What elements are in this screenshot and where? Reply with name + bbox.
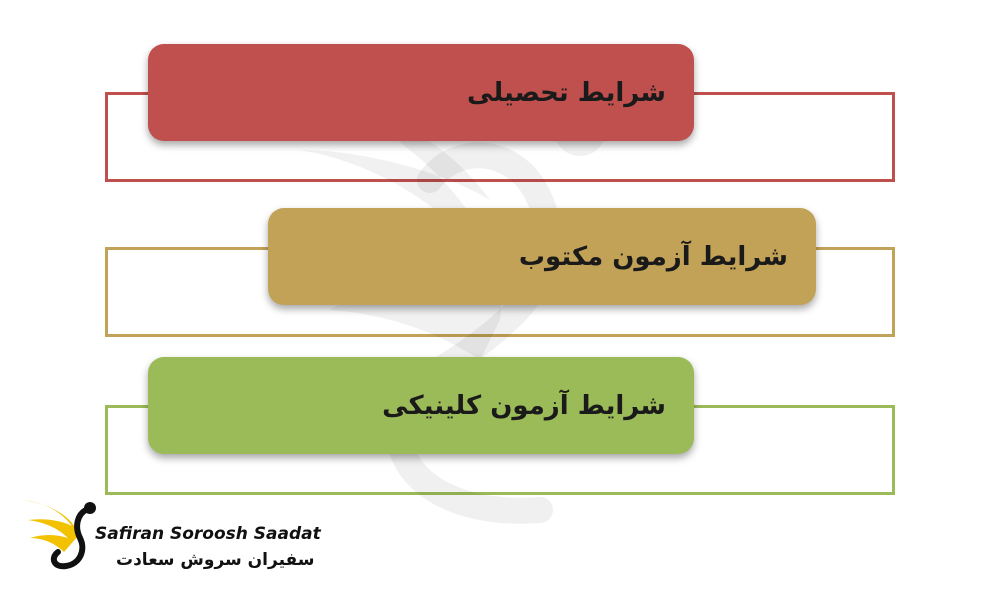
frame-edge-left-1 xyxy=(105,92,150,95)
frame-edge-left-2 xyxy=(105,247,270,250)
swan-wing-icon xyxy=(22,500,96,570)
frame-edge-right-2 xyxy=(812,247,895,250)
item-pill-3: شرایط آزمون کلینیکی xyxy=(148,357,694,454)
frame-edge-left-3 xyxy=(105,405,150,408)
item-frame-1 xyxy=(105,92,895,182)
frame-edge-right-1 xyxy=(690,92,895,95)
item-pill-2: شرایط آزمون مکتوب xyxy=(268,208,816,305)
item-label-1: شرایط تحصیلی xyxy=(467,77,666,108)
logo-name-persian: سفیران سروش سعادت xyxy=(116,550,315,570)
item-frame-2 xyxy=(105,247,895,337)
item-pill-1: شرایط تحصیلی xyxy=(148,44,694,141)
brand-logo: Safiran Soroosh Saadat سفیران سروش سعادت xyxy=(20,492,321,584)
item-frame-3 xyxy=(105,405,895,495)
frame-edge-right-3 xyxy=(690,405,895,408)
logo-name-english: Safiran Soroosh Saadat xyxy=(95,524,321,544)
item-label-2: شرایط آزمون مکتوب xyxy=(518,241,788,272)
item-label-3: شرایط آزمون کلینیکی xyxy=(382,390,666,421)
